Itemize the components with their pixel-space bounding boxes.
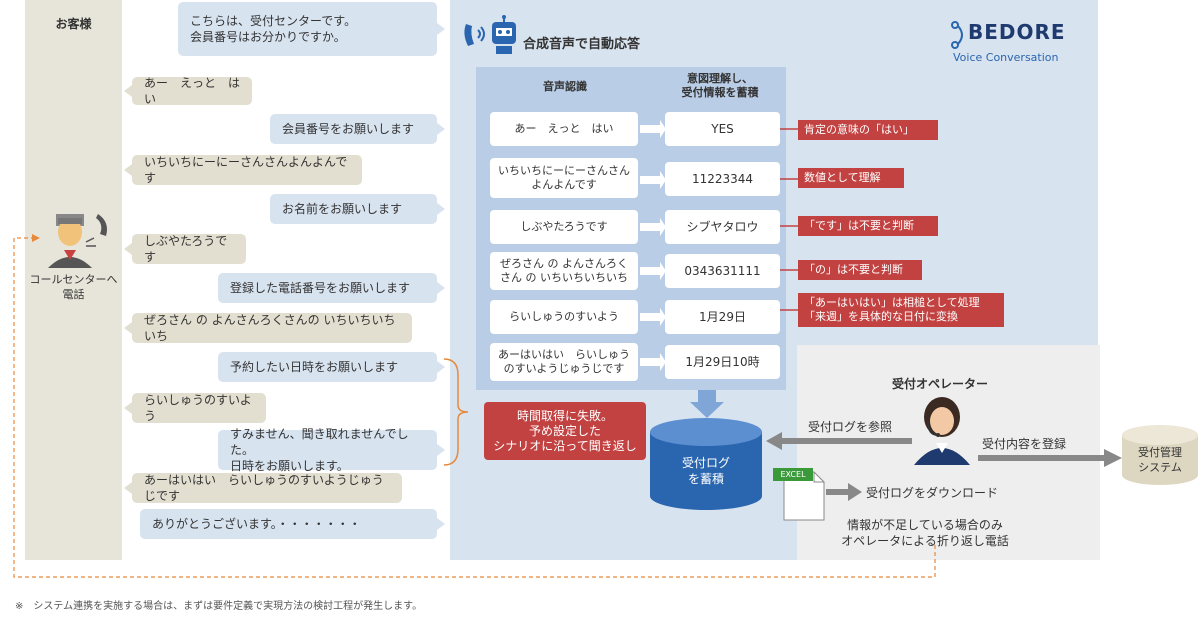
footnote: ※ システム連携を実施する場合は、まずは要件定義で実現方法の検討工程が発生します…: [15, 597, 422, 612]
